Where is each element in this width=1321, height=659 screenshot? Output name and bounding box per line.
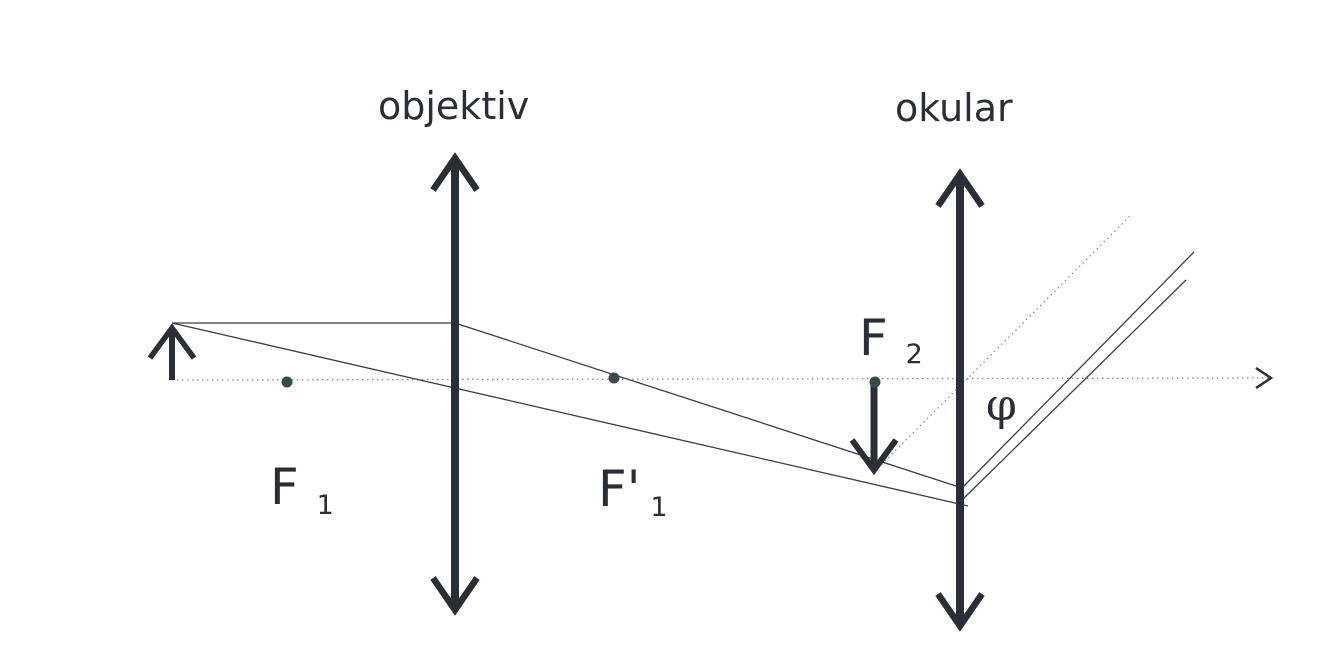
- objective-lens: [430, 152, 480, 616]
- objective-label: objektiv: [378, 84, 529, 128]
- f2-label: F 2: [859, 309, 923, 370]
- ray-exit-upper: [961, 251, 1195, 489]
- angle-phi-label: φ: [986, 380, 1017, 431]
- objective-top-arrowhead: [430, 152, 480, 192]
- ray-through-objective-center: [171, 322, 969, 507]
- f1-label-sub: 1: [317, 490, 334, 521]
- f1-prime-label: F' 1: [598, 460, 668, 523]
- focal-point-f1: [281, 376, 293, 388]
- ray-exit-lower: [961, 279, 1187, 501]
- f1-label: F 1: [270, 458, 334, 521]
- f2-label-main: F: [859, 309, 888, 367]
- objective-bottom-arrowhead: [430, 576, 480, 616]
- focal-point-f2: [869, 376, 881, 388]
- f1-prime-label-sub: 1: [650, 492, 667, 523]
- optical-axis: [171, 377, 1269, 381]
- rays: [171, 251, 1195, 507]
- f1-label-main: F: [270, 458, 299, 516]
- f2-label-sub: 2: [906, 339, 923, 370]
- construction-dotted-line: [873, 215, 1131, 473]
- eyepiece-lens: [935, 168, 985, 632]
- f1-prime-label-main: F': [598, 460, 641, 518]
- eyepiece-bottom-arrowhead: [935, 592, 985, 632]
- eyepiece-top-arrowhead: [935, 168, 985, 208]
- eyepiece-label: okular: [895, 86, 1013, 130]
- optical-axis-arrowhead: [1255, 366, 1274, 390]
- focal-point-f1-prime: [608, 372, 620, 384]
- object-arrow: [147, 323, 197, 380]
- intermediate-image-arrow: [849, 382, 899, 476]
